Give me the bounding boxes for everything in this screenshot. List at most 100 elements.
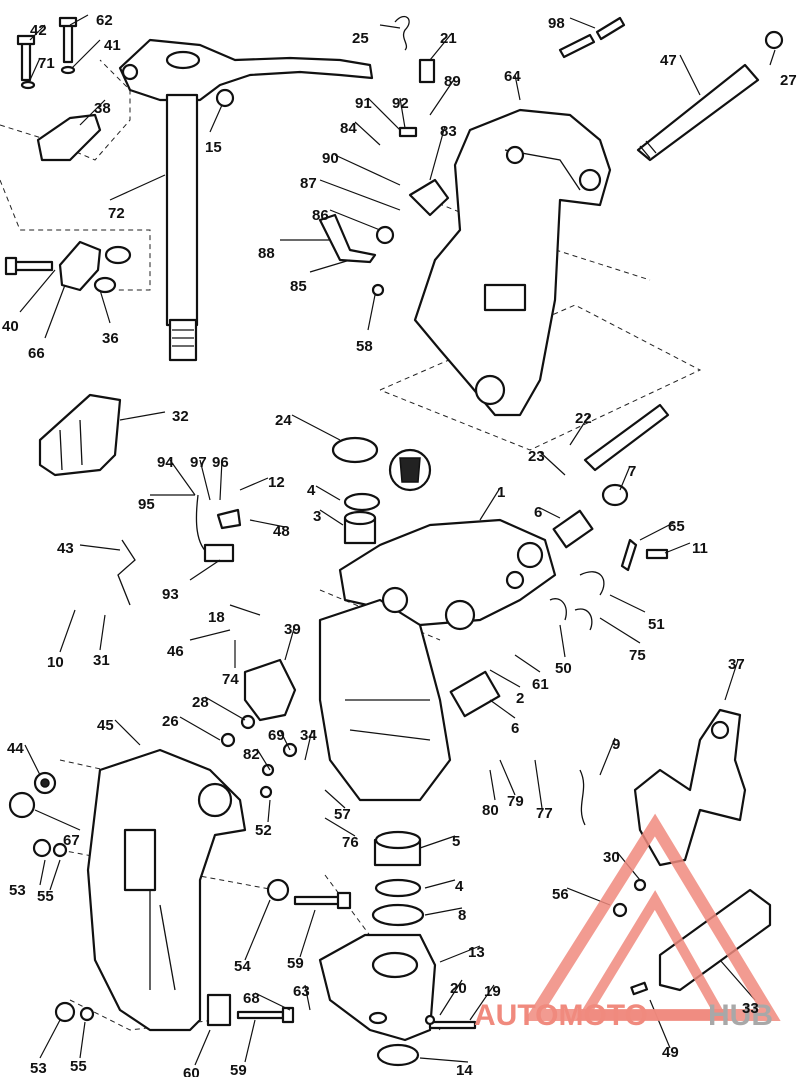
- cover-32: [38, 393, 122, 477]
- leader-lines: [19, 14, 776, 1066]
- part-label-58: 58: [356, 338, 373, 355]
- part-label-7: 7: [628, 463, 636, 480]
- part-label-82: 82: [243, 746, 260, 763]
- part-label-95: 95: [138, 496, 155, 513]
- part-label-27: 27: [780, 72, 797, 89]
- part-label-37: 37: [728, 656, 745, 673]
- stern-bracket-1: [318, 518, 557, 802]
- small-parts-top-middle: [318, 15, 450, 297]
- part-label-92: 92: [392, 95, 409, 112]
- part-label-3: 3: [313, 508, 321, 525]
- part-label-41: 41: [104, 37, 121, 54]
- part-label-47: 47: [660, 52, 677, 69]
- part-label-40: 40: [2, 318, 19, 335]
- part-label-53: 53: [30, 1060, 47, 1077]
- part-label-6: 6: [534, 504, 542, 521]
- part-label-91: 91: [355, 95, 372, 112]
- part-label-87: 87: [300, 175, 317, 192]
- bushing-6-lower: [449, 670, 501, 718]
- part-label-28: 28: [192, 694, 209, 711]
- part-label-43: 43: [57, 540, 74, 557]
- part-label-64: 64: [504, 68, 521, 85]
- part-label-75: 75: [629, 647, 646, 664]
- swivel-bracket-45: [86, 748, 247, 1032]
- part-label-66: 66: [28, 345, 45, 362]
- part-label-25: 25: [352, 30, 369, 47]
- part-label-77: 77: [536, 805, 553, 822]
- part-label-54: 54: [234, 958, 251, 975]
- part-label-1: 1: [497, 484, 505, 501]
- part-label-59: 59: [230, 1062, 247, 1077]
- lower-left-hardware: [4, 240, 132, 294]
- part-label-38: 38: [94, 100, 111, 117]
- part-label-14: 14: [456, 1062, 473, 1077]
- part-label-51: 51: [648, 616, 665, 633]
- part-label-83: 83: [440, 123, 457, 140]
- part-label-19: 19: [484, 983, 501, 1000]
- part-label-97: 97: [190, 454, 207, 471]
- part-label-11: 11: [692, 540, 708, 557]
- steering-arm-72: [118, 38, 374, 362]
- part-label-10: 10: [47, 654, 64, 671]
- part-label-96: 96: [212, 454, 229, 471]
- part-label-63: 63: [293, 983, 310, 1000]
- part-label-48: 48: [273, 523, 290, 540]
- part-label-59: 59: [287, 955, 304, 972]
- part-label-34: 34: [300, 727, 317, 744]
- bolts-59: [206, 878, 352, 1027]
- part-label-15: 15: [205, 139, 222, 156]
- part-label-61: 61: [532, 676, 549, 693]
- part-label-53: 53: [9, 882, 26, 899]
- part-label-23: 23: [528, 448, 545, 465]
- part-label-62: 62: [96, 12, 113, 29]
- part-label-2: 2: [516, 690, 524, 707]
- part-label-65: 65: [668, 518, 685, 535]
- part-label-6: 6: [511, 720, 519, 737]
- watermark-logo: AUTOMOTO HUB: [474, 813, 781, 1032]
- part-label-22: 22: [575, 410, 592, 427]
- part-label-12: 12: [268, 474, 285, 491]
- tilt-tube-47: [558, 16, 784, 162]
- bolts-top-left: [16, 16, 235, 162]
- part-label-30: 30: [603, 849, 620, 866]
- tube-22: [549, 403, 670, 631]
- clamp-bracket-64: [413, 108, 612, 417]
- part-label-33: 33: [742, 1000, 759, 1017]
- part-label-18: 18: [208, 609, 225, 626]
- part-label-80: 80: [482, 802, 499, 819]
- part-label-57: 57: [334, 806, 351, 823]
- part-label-55: 55: [37, 888, 54, 905]
- lock-block-39: [220, 658, 298, 799]
- washers-upper: [331, 436, 432, 545]
- part-label-86: 86: [312, 207, 329, 224]
- part-label-79: 79: [507, 793, 524, 810]
- watermark-text-secondary: HUB: [708, 999, 773, 1032]
- part-label-98: 98: [548, 15, 565, 32]
- part-label-39: 39: [284, 621, 301, 638]
- lower-yoke-13: [318, 933, 477, 1067]
- nuts-left: [8, 771, 95, 1023]
- part-label-60: 60: [183, 1065, 200, 1077]
- part-label-68: 68: [243, 990, 260, 1007]
- part-label-8: 8: [458, 907, 466, 924]
- part-label-31: 31: [93, 652, 110, 669]
- part-label-89: 89: [444, 73, 461, 90]
- part-label-46: 46: [167, 643, 184, 660]
- part-label-44: 44: [7, 740, 24, 757]
- wiring-harness-93: [117, 494, 242, 606]
- part-label-52: 52: [255, 822, 272, 839]
- part-label-26: 26: [162, 713, 179, 730]
- part-label-90: 90: [322, 150, 339, 167]
- part-label-76: 76: [342, 834, 359, 851]
- thrust-washers: [371, 830, 425, 927]
- part-label-50: 50: [555, 660, 572, 677]
- part-label-49: 49: [662, 1044, 679, 1061]
- part-label-74: 74: [222, 671, 239, 688]
- part-label-94: 94: [157, 454, 174, 471]
- watermark-text-primary: AUTOMOTO: [474, 999, 648, 1032]
- part-label-67: 67: [63, 832, 80, 849]
- part-label-13: 13: [468, 944, 485, 961]
